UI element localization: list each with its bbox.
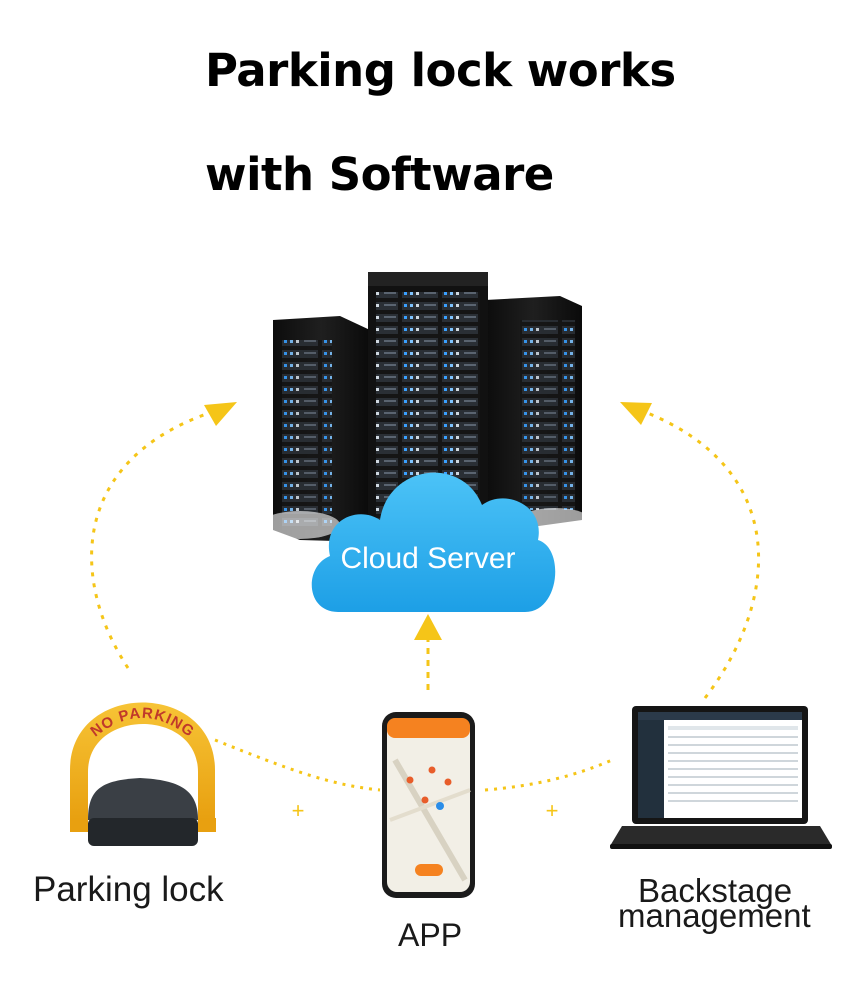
plus-sign-left: + xyxy=(292,798,305,823)
phone-app-image xyxy=(382,712,475,898)
title-line-1: Parking lock works xyxy=(205,44,676,97)
parking-lock-label: Parking lock xyxy=(33,870,224,909)
center-flow-arrow xyxy=(414,614,442,690)
cloud-server-icon xyxy=(311,472,556,612)
backstage-label-line-2: management xyxy=(618,897,811,934)
left-flow-arrow xyxy=(90,402,237,669)
title-line-2: with Software xyxy=(205,148,554,201)
plus-sign-right: + xyxy=(546,798,559,823)
app-to-laptop-connector xyxy=(484,758,613,792)
laptop-backstage-image xyxy=(610,706,832,849)
backstage-label-line-1: Backstage xyxy=(638,872,793,909)
lock-to-app-connector xyxy=(214,738,381,792)
right-flow-arrow xyxy=(620,402,761,699)
parking-lock-image xyxy=(70,702,216,846)
cloud-server-label: Cloud Server xyxy=(340,542,515,575)
app-label: APP xyxy=(398,917,463,953)
